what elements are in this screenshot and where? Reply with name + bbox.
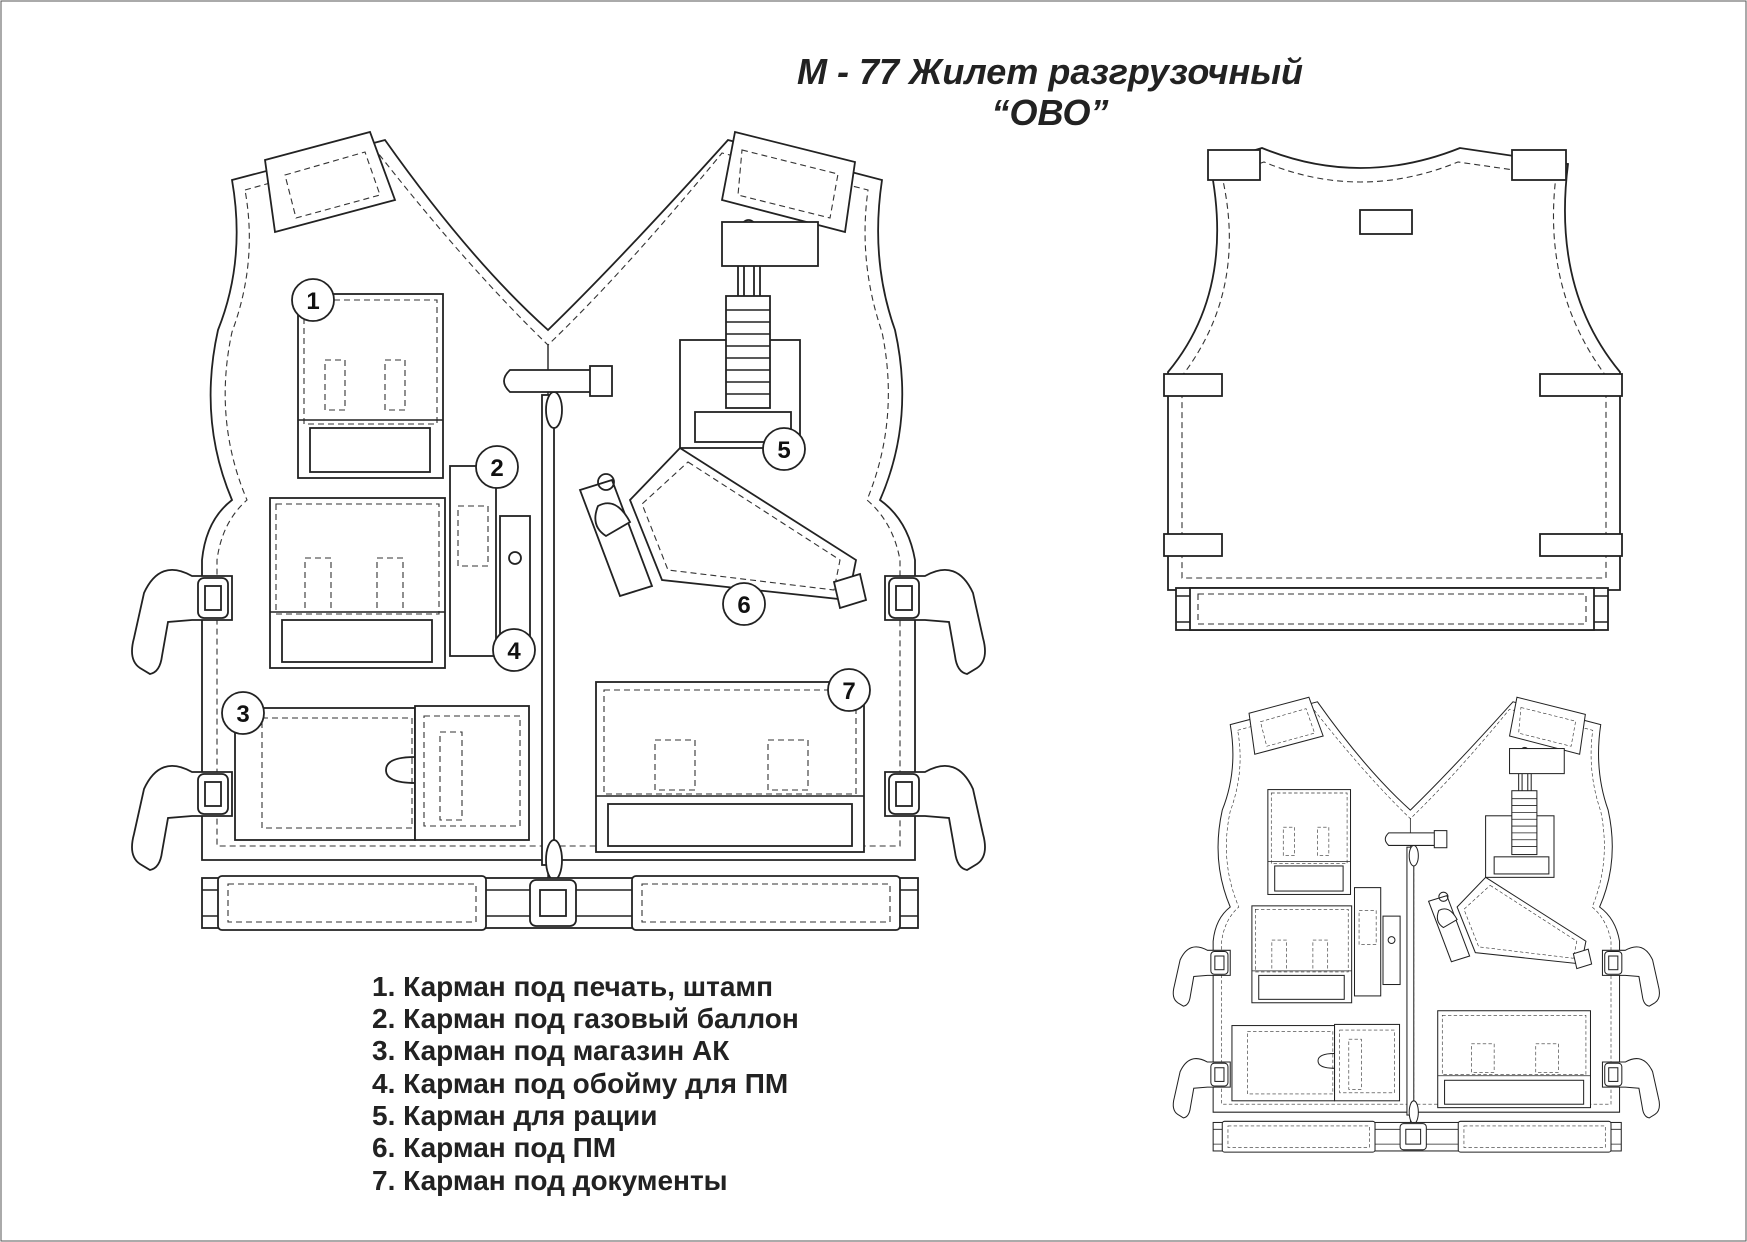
callout-5: 5 — [762, 427, 806, 471]
legend-item-4: 4. Карман под обойму для ПМ — [372, 1068, 788, 1099]
svg-text:5: 5 — [777, 437, 790, 464]
callout-3: 3 — [221, 691, 265, 735]
svg-text:7: 7 — [842, 678, 855, 705]
front-view-large — [132, 132, 985, 930]
callout-4: 4 — [492, 628, 536, 672]
callout-1: 1 — [291, 278, 335, 322]
svg-text:2: 2 — [490, 455, 503, 482]
callout-6: 6 — [722, 582, 766, 626]
back-view — [1163, 147, 1623, 631]
legend-item-5: 5. Карман для рации — [372, 1100, 657, 1131]
callout-2: 2 — [475, 445, 519, 489]
pocket-legend: 1. Карман под печать, штамп 2. Карман по… — [372, 971, 799, 1196]
svg-text:6: 6 — [737, 592, 750, 619]
legend-item-7: 7. Карман под документы — [372, 1165, 728, 1196]
legend-item-1: 1. Карман под печать, штамп — [372, 971, 773, 1002]
svg-text:1: 1 — [306, 288, 319, 315]
legend-item-3: 3. Карман под магазин АК — [372, 1035, 730, 1066]
legend-item-6: 6. Карман под ПМ — [372, 1132, 616, 1163]
callout-7: 7 — [827, 668, 871, 712]
svg-text:3: 3 — [236, 701, 249, 728]
legend-item-2: 2. Карман под газовый баллон — [372, 1003, 799, 1034]
svg-text:4: 4 — [507, 638, 521, 665]
front-view-small — [1173, 697, 1659, 1152]
diagram-title-line1: М - 77 Жилет разгрузочный — [797, 51, 1303, 92]
diagram-title-line2: “ОВО” — [991, 92, 1108, 133]
